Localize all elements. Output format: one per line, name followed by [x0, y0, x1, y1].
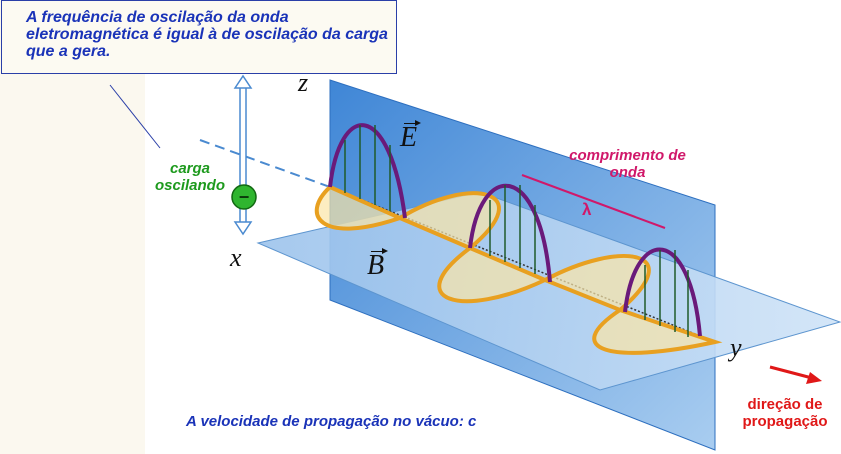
e-field-symbol: E [400, 122, 418, 153]
wavelength-marker [521, 174, 666, 229]
b-wave [314, 184, 723, 355]
charge-icon [231, 184, 257, 210]
callout-box: A frequência de oscilação da onda eletro… [1, 0, 397, 74]
wavelength-label: comprimento de onda [569, 147, 686, 181]
propagation-axis-solid [329, 186, 716, 343]
z-axis-label: z [298, 68, 309, 97]
e-field-vectors [344, 125, 689, 337]
propagation-axis [199, 139, 331, 188]
b-field-symbol: B [367, 250, 385, 281]
charge-label: carga oscilando [154, 160, 225, 194]
callout-pointer [109, 84, 161, 149]
vector-arrow-icon [404, 119, 421, 126]
wavelength-symbol: λ [582, 200, 592, 219]
y-axis-label: y [730, 333, 742, 362]
direction-arrow [769, 365, 822, 384]
direction-label: direção de propagação [742, 396, 828, 430]
b-field-label: B [367, 247, 388, 282]
background-panel [0, 0, 145, 454]
vector-arrow-icon [371, 247, 388, 254]
speed-text: A velocidade de propagação no vácuo: c [186, 413, 477, 430]
charge-sign: − [239, 187, 250, 207]
x-axis-label: x [230, 243, 242, 272]
callout-text: A frequência de oscilação da onda eletro… [26, 9, 388, 60]
oscillation-arrow [233, 74, 253, 236]
e-wave [328, 123, 702, 337]
e-field-label: E [400, 119, 421, 154]
